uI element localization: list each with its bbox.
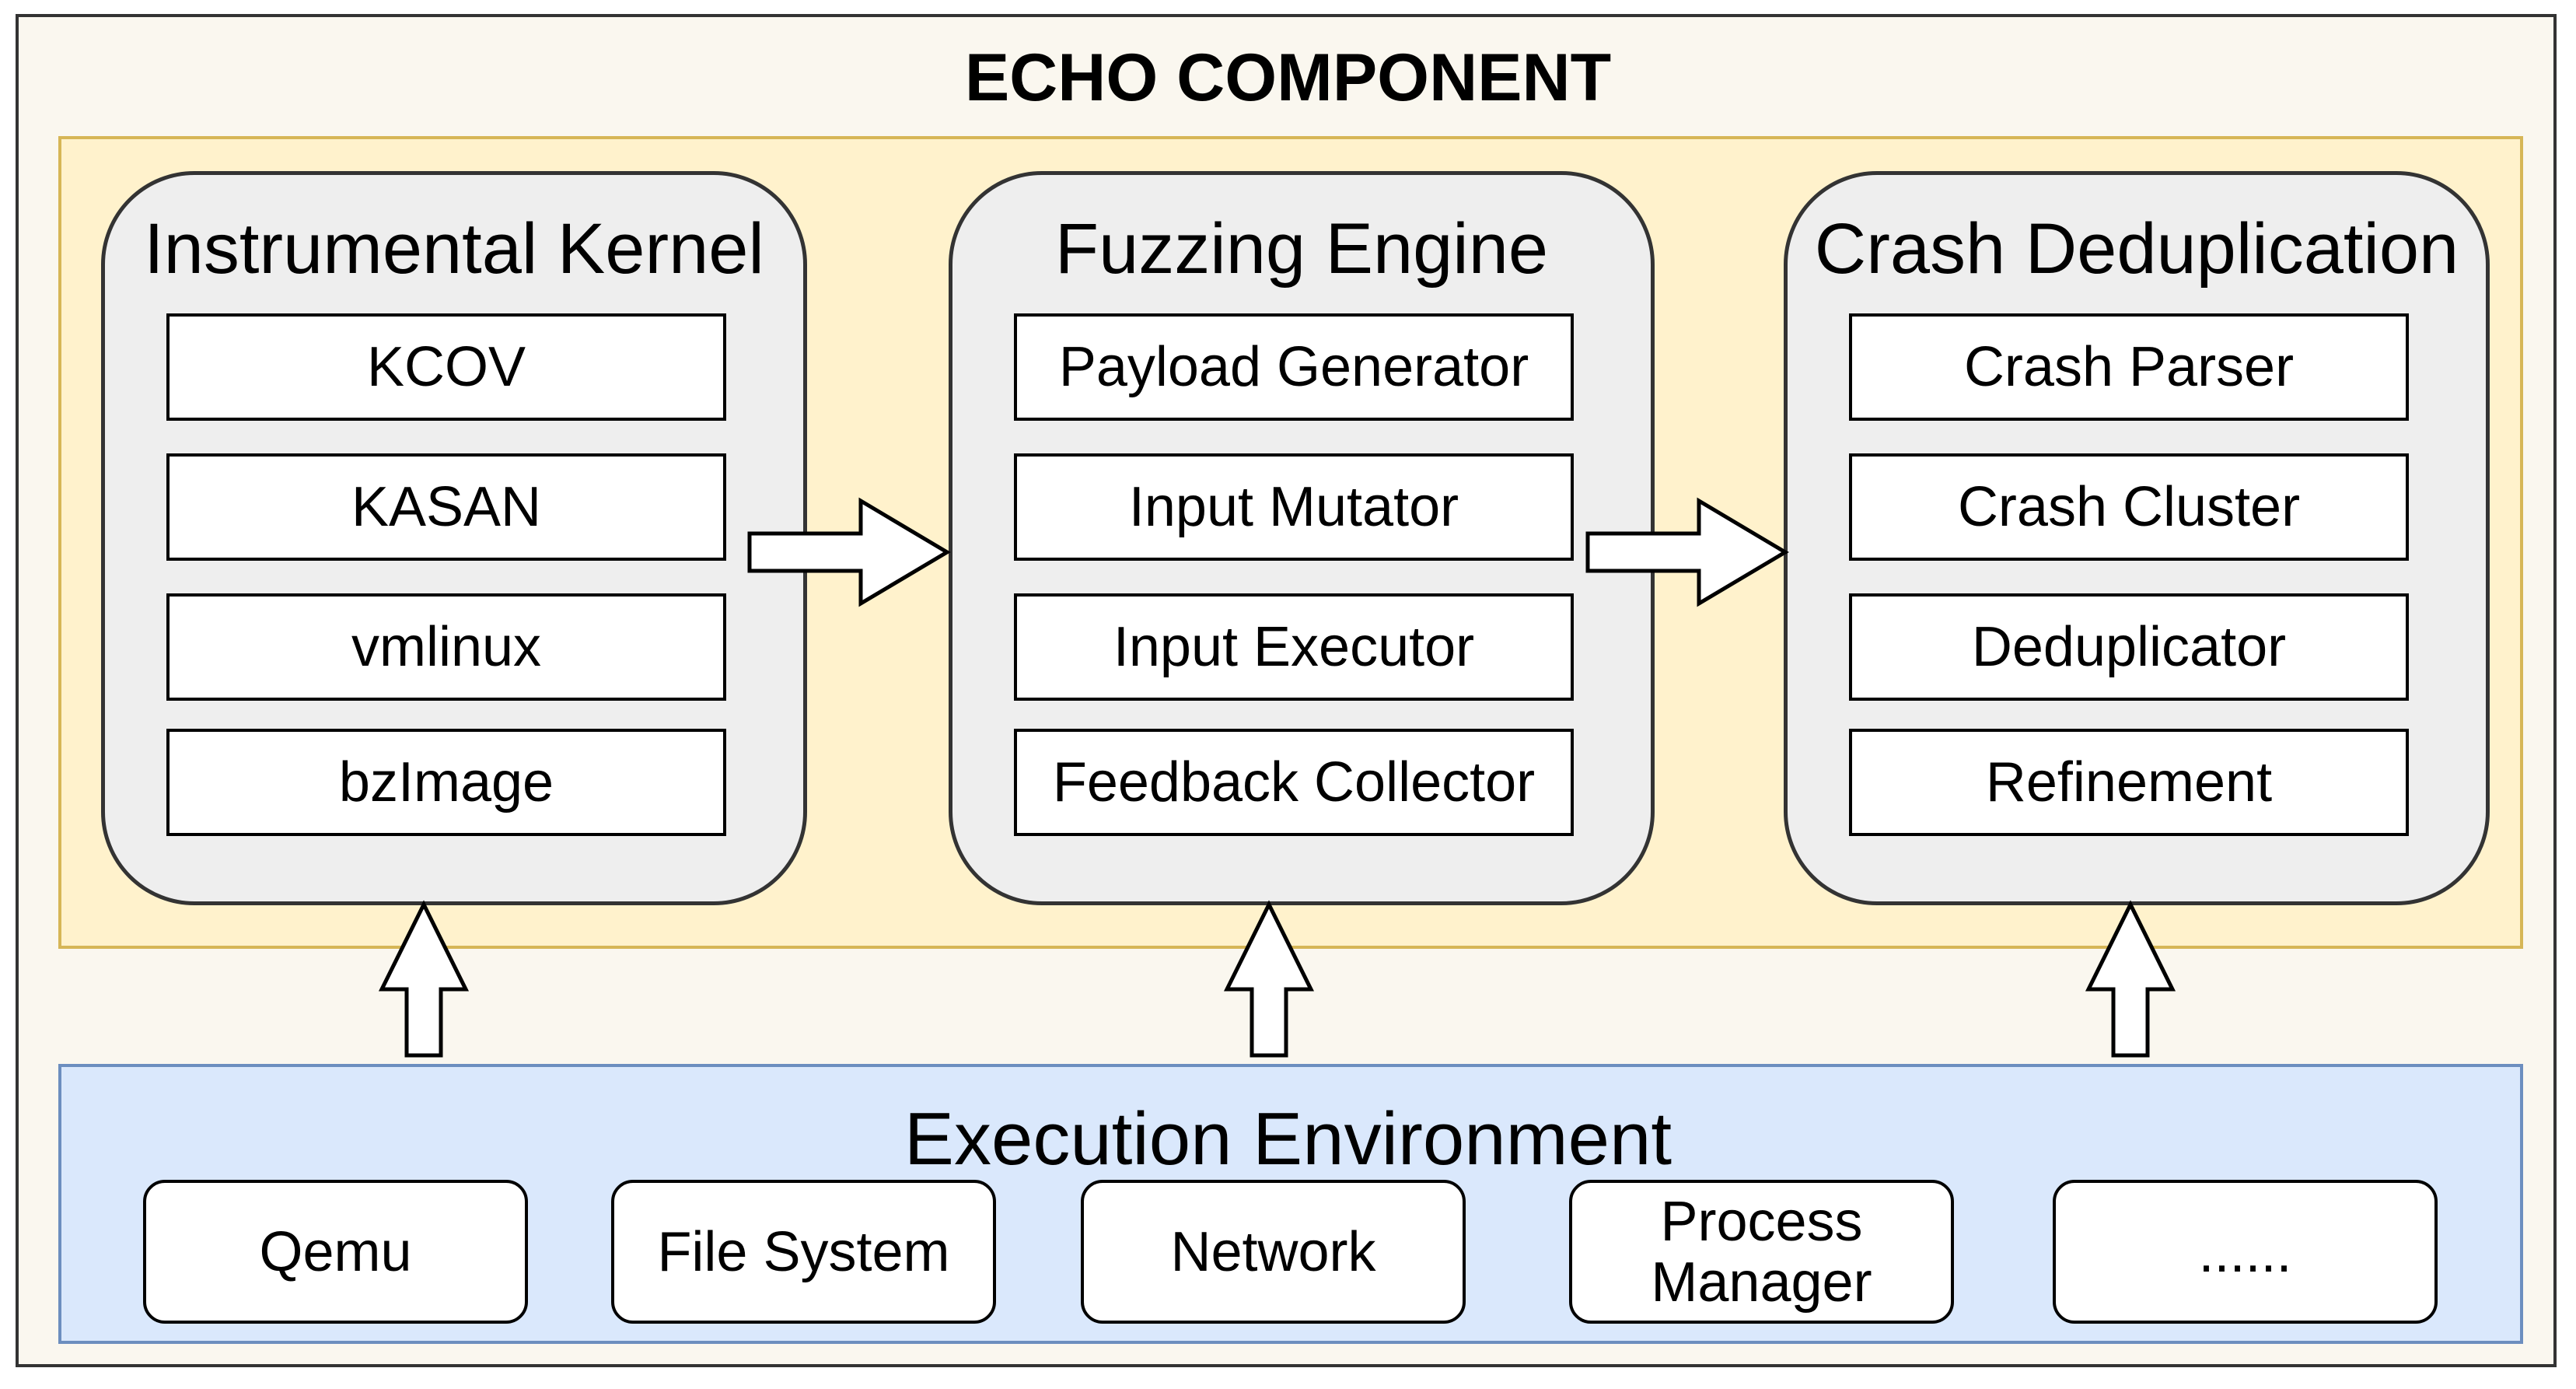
module-title: Crash Deduplication bbox=[1814, 209, 2459, 289]
environment-item: File System bbox=[611, 1180, 996, 1324]
module-item: Feedback Collector bbox=[1014, 729, 1574, 836]
diagram-title: ECHO COMPONENT bbox=[964, 40, 1612, 115]
module-item: Input Executor bbox=[1014, 593, 1574, 701]
environment-item: ...... bbox=[2053, 1180, 2438, 1324]
environment-item: Qemu bbox=[143, 1180, 528, 1324]
module-item: bzImage bbox=[166, 729, 726, 836]
environment-item: Network bbox=[1081, 1180, 1466, 1324]
module-title: Instrumental Kernel bbox=[144, 209, 764, 289]
up-arrow-icon bbox=[2085, 900, 2176, 1058]
right-arrow-icon bbox=[747, 497, 951, 607]
up-arrow-icon bbox=[378, 900, 470, 1058]
module-item: Deduplicator bbox=[1849, 593, 2409, 701]
right-arrow-icon bbox=[1585, 497, 1789, 607]
environment-item: Process Manager bbox=[1569, 1180, 1954, 1324]
environment-title: Execution Environment bbox=[904, 1097, 1672, 1181]
module-item: vmlinux bbox=[166, 593, 726, 701]
module-fuzzing-engine: Fuzzing Engine Payload Generator Input M… bbox=[949, 171, 1655, 905]
module-item: Crash Parser bbox=[1849, 313, 2409, 421]
module-instrumental-kernel: Instrumental Kernel KCOV KASAN vmlinux b… bbox=[101, 171, 807, 905]
module-item: KASAN bbox=[166, 453, 726, 561]
module-item: Input Mutator bbox=[1014, 453, 1574, 561]
module-title: Fuzzing Engine bbox=[1054, 209, 1549, 289]
module-item: Crash Cluster bbox=[1849, 453, 2409, 561]
module-crash-deduplication: Crash Deduplication Crash Parser Crash C… bbox=[1784, 171, 2490, 905]
up-arrow-icon bbox=[1223, 900, 1315, 1058]
module-item: Payload Generator bbox=[1014, 313, 1574, 421]
module-item: Refinement bbox=[1849, 729, 2409, 836]
module-item: KCOV bbox=[166, 313, 726, 421]
